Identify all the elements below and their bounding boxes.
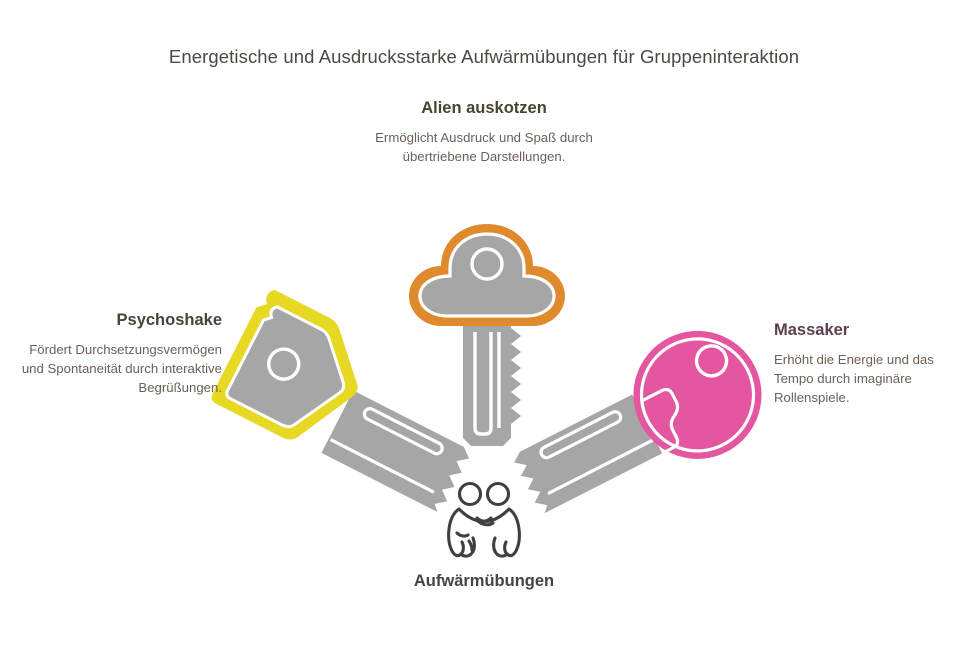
key-icon-left — [211, 289, 470, 512]
person-right-body — [503, 507, 521, 558]
two-people-icon — [447, 481, 521, 558]
key-hole-left — [267, 347, 301, 381]
key-hole-top — [470, 247, 504, 281]
key-icon-top — [409, 224, 565, 446]
key-bow-right — [633, 330, 762, 459]
node-left-description: Fördert Durchsetzungsvermögen und Sponta… — [21, 341, 222, 395]
node-top-heading: Alien auskotzen — [421, 99, 547, 117]
key-blade-line-left — [329, 438, 435, 494]
key-bow-top — [409, 224, 565, 326]
person-left-body — [447, 507, 465, 558]
node-bottom-heading: Aufwärmübungen — [413, 572, 555, 590]
key-blade-top — [460, 312, 521, 446]
node-bottom: Aufwärmübungen — [334, 571, 634, 592]
node-left: Psychoshake Fördert Durchsetzungsvermöge… — [12, 310, 222, 397]
key-blade-groove-right — [539, 410, 623, 460]
person-left-head — [457, 481, 483, 507]
node-top-description: Ermöglicht Ausdruck und Spaß durch übert… — [375, 129, 593, 164]
node-right-heading: Massaker — [774, 321, 850, 339]
key-icon-right — [514, 330, 762, 514]
node-left-heading: Psychoshake — [116, 311, 222, 329]
page-title: Energetische und Ausdrucksstarke Aufwärm… — [168, 46, 800, 67]
node-right-description: Erhöht die Energie und das Tempo durch i… — [774, 351, 934, 405]
node-top: Alien auskotzen Ermöglicht Ausdruck und … — [374, 98, 594, 166]
person-left-arm — [458, 508, 493, 523]
key-blade-line-right — [547, 438, 654, 495]
key-blade-groove-left — [362, 407, 444, 456]
key-blade-left — [321, 390, 470, 512]
key-hole-right — [694, 344, 729, 378]
node-right: Massaker Erhöht die Energie und das Temp… — [774, 320, 960, 407]
key-blade-right — [514, 394, 663, 514]
key-bow-left — [211, 289, 358, 440]
person-right-head — [485, 481, 511, 507]
person-right-arm — [475, 508, 510, 523]
